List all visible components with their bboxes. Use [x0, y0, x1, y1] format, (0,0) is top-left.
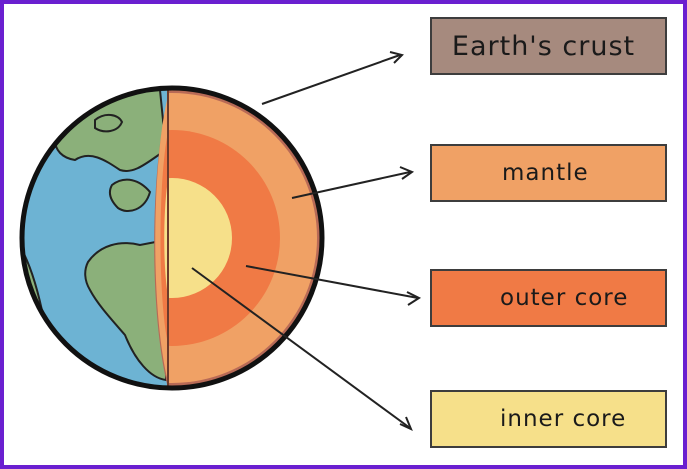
mantle-arrow	[291, 171, 411, 199]
pointer-arrows	[191, 51, 422, 431]
outer-core-arrow	[245, 265, 419, 299]
outer-core-wedge	[160, 132, 168, 344]
outer-core-arrow-head	[406, 291, 422, 306]
continent-africa	[84, 238, 167, 382]
globe-outline	[19, 85, 325, 391]
mantle-label: mantle	[502, 160, 589, 186]
globe	[19, 85, 325, 391]
crust-arrow	[261, 54, 401, 105]
cutaway	[154, 88, 322, 388]
mantle-arrow-head	[399, 166, 415, 180]
inner-core-layer	[168, 178, 232, 298]
outer-core-label: outer core	[500, 285, 629, 311]
continents	[22, 88, 168, 382]
crust-label-box: Earth's crust	[430, 17, 667, 75]
inner-core-label: inner core	[500, 406, 627, 432]
mantle-label-box: mantle	[430, 144, 667, 202]
continent-mid	[109, 178, 152, 212]
inner-core-label-box: inner core	[430, 390, 667, 448]
continent-island	[94, 114, 124, 133]
crust-arrow-head	[389, 51, 404, 64]
crust-label: Earth's crust	[451, 30, 636, 62]
inner-core-arrow-head	[399, 416, 413, 431]
inner-core-arrow	[191, 267, 411, 429]
outer-core-label-box: outer core	[430, 269, 667, 327]
